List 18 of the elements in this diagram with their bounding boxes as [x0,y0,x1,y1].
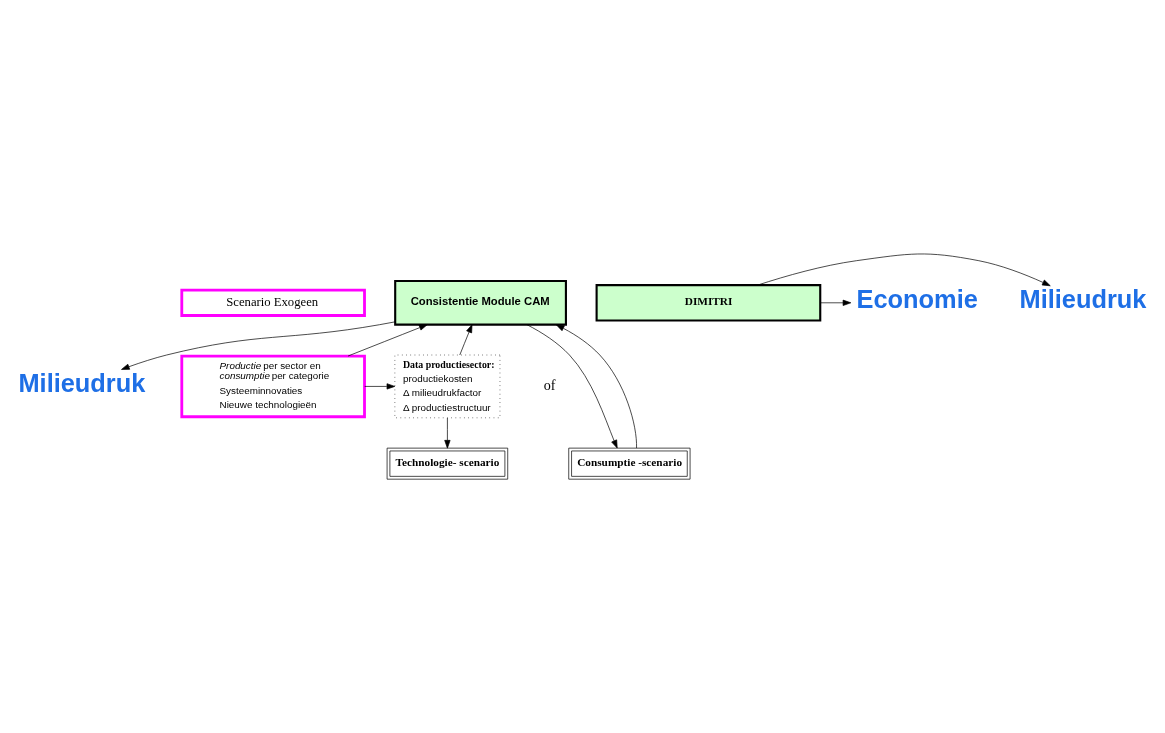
node-box: Scenario Exogeen [180,288,366,317]
node-text: Economie [856,285,978,314]
arrow [555,324,637,449]
node-text: Milieudruk [1019,285,1147,314]
arrow [526,324,618,449]
node-box: Consistentie Module CAM [394,279,567,326]
arrow [364,383,396,390]
node-box: DIMITRI [595,284,822,322]
arrow [757,253,1051,287]
arrow [347,324,428,357]
arrow [121,321,396,370]
node-box: Productie per sector en consumptie per categorie Systeeminnovaties Nieuwe technologieën [180,354,366,419]
arrow [459,324,473,356]
arrow [444,417,451,449]
label: of [543,376,556,393]
node-text: Milieudruk [18,368,146,397]
node-box: Data productiesector: productiekosten Δ milieudrukfactor Δ productiestructuur [394,354,501,419]
arrow [820,299,852,306]
